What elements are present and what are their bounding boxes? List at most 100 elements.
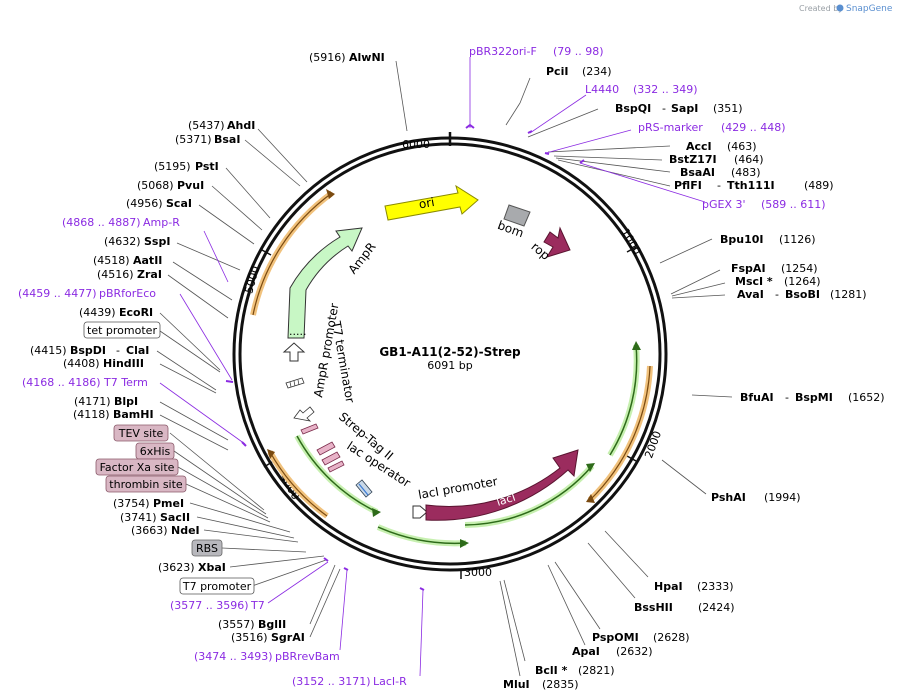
label-pshai[interactable]: PshAI (1994): [711, 491, 801, 504]
label-sspi[interactable]: (4632) SspI: [104, 235, 170, 248]
label-t7-primer[interactable]: (3577 .. 3596) T7: [170, 599, 265, 612]
label-pbrforeco-primer[interactable]: (4459 .. 4477) pBRforEco: [18, 287, 156, 300]
svg-text:SapI: SapI: [671, 102, 698, 115]
label-xbai[interactable]: (3623) XbaI: [158, 561, 226, 574]
svg-text:BsoBI: BsoBI: [785, 288, 820, 301]
label-pmei[interactable]: (3754) PmeI: [113, 497, 184, 510]
label-mlui[interactable]: MluI (2835): [503, 678, 579, 691]
label-pgex3-primer[interactable]: pGEX 3' (589 .. 611): [702, 198, 826, 211]
svg-text:(5371): (5371): [175, 133, 212, 146]
label-bcli[interactable]: BclI * (2821): [535, 664, 615, 677]
label-thrombin-site[interactable]: thrombin site: [105, 475, 187, 493]
svg-text:BsaAI: BsaAI: [680, 166, 715, 179]
svg-text:PflFI: PflFI: [674, 179, 702, 192]
label-bamhi[interactable]: (4118) BamHI: [73, 408, 154, 421]
svg-text:pBRrevBam: pBRrevBam: [275, 650, 340, 663]
ori-label: ori: [418, 195, 436, 211]
label-6xhis[interactable]: 6xHis: [135, 442, 175, 460]
label-bspdi-clai[interactable]: (4415) BspDI - ClaI: [30, 344, 149, 357]
green-arcs: [294, 344, 640, 547]
svg-text:(3516): (3516): [231, 631, 268, 644]
label-avai-bsobi[interactable]: AvaI - BsoBI (1281): [737, 288, 867, 301]
svg-text:tet promoter: tet promoter: [87, 324, 157, 337]
label-laci-r-primer[interactable]: (3152 .. 3171) LacI-R: [292, 675, 407, 688]
svg-text:TEV site: TEV site: [118, 427, 164, 440]
svg-text:SgrAI: SgrAI: [271, 631, 305, 644]
label-bsai[interactable]: (5371) BsaI: [175, 133, 240, 146]
label-blpi[interactable]: (4171) BlpI: [74, 395, 138, 408]
svg-text:(4439): (4439): [79, 306, 116, 319]
svg-text:PshAI: PshAI: [711, 491, 746, 504]
svg-text:Bpu10I: Bpu10I: [720, 233, 764, 246]
label-msci[interactable]: MscI * (1264): [735, 275, 821, 288]
t7-terminator-label: T7 terminator: [329, 319, 357, 404]
label-tev-site[interactable]: TEV site: [113, 424, 169, 442]
label-pspomi[interactable]: PspOMI (2628): [592, 631, 690, 644]
label-ndei[interactable]: (3663) NdeI: [131, 524, 200, 537]
label-bfuai-bspmi[interactable]: BfuAI - BspMI (1652): [740, 391, 885, 404]
svg-text:FspAI: FspAI: [731, 262, 766, 275]
svg-text:Amp-R: Amp-R: [143, 216, 180, 229]
label-prs-marker-primer[interactable]: pRS-marker (429 .. 448): [638, 121, 786, 134]
label-pcii[interactable]: PciI (234): [546, 65, 612, 78]
label-rbs[interactable]: RBS: [191, 539, 223, 557]
label-tet-promoter[interactable]: tet promoter: [83, 321, 161, 339]
label-bstz17i[interactable]: BstZ17I (464): [669, 153, 764, 166]
svg-text:(3557): (3557): [218, 618, 255, 631]
svg-text:SacII: SacII: [160, 511, 190, 524]
svg-text:(1281): (1281): [830, 288, 867, 301]
label-pbrrevbam-primer[interactable]: (3474 .. 3493) pBRrevBam: [194, 650, 340, 663]
label-hindiii[interactable]: (4408) HindIII: [63, 357, 144, 370]
svg-text:(4459 .. 4477): (4459 .. 4477): [18, 287, 97, 300]
label-sgrai[interactable]: (3516) SgrAI: [231, 631, 305, 644]
ori-feature: [384, 184, 479, 221]
green-arrow-3: [586, 463, 595, 472]
label-factor-xa-site[interactable]: Factor Xa site: [95, 458, 179, 476]
label-hpai[interactable]: HpaI (2333): [654, 580, 734, 593]
label-zrai[interactable]: (4516) ZraI: [97, 268, 162, 281]
svg-text:(5068): (5068): [137, 179, 174, 192]
label-pvui[interactable]: (5068) PvuI: [137, 179, 204, 192]
svg-text:(3474 .. 3493): (3474 .. 3493): [194, 650, 273, 663]
bom-feature: [503, 204, 531, 227]
label-alwni[interactable]: (5916) AlwNI: [309, 51, 385, 64]
svg-text:BssHII: BssHII: [634, 601, 673, 614]
svg-text:MscI *: MscI *: [735, 275, 773, 288]
svg-text:(4118): (4118): [73, 408, 110, 421]
green-arrow-2: [460, 539, 469, 548]
strand-bars: [250, 190, 653, 519]
label-aatii[interactable]: (4518) AatII: [93, 254, 162, 267]
label-ahdi[interactable]: (5437) AhdI: [188, 119, 255, 132]
label-t7-promoter[interactable]: T7 promoter: [179, 577, 255, 595]
strand-arrow-2000: [586, 494, 595, 503]
label-fspai[interactable]: FspAI (1254): [731, 262, 818, 275]
label-t7-term-primer[interactable]: (4168 .. 4186) T7 Term: [22, 376, 148, 389]
svg-text:-: -: [717, 179, 721, 192]
label-bpu10i[interactable]: Bpu10I (1126): [720, 233, 816, 246]
label-scai[interactable]: (4956) ScaI: [126, 197, 192, 210]
svg-text:ClaI: ClaI: [126, 344, 149, 357]
label-l4440-primer[interactable]: L4440 (332 .. 349): [585, 83, 698, 96]
label-sacii[interactable]: (3741) SacII: [120, 511, 190, 524]
label-amp-r-primer[interactable]: (4868 .. 4887) Amp-R: [62, 216, 180, 229]
svg-text:(463): (463): [727, 140, 757, 153]
svg-text:(1994): (1994): [764, 491, 801, 504]
svg-text:L4440: L4440: [585, 83, 619, 96]
label-apai[interactable]: ApaI (2632): [572, 645, 653, 658]
label-psti[interactable]: (5195) PstI: [154, 160, 219, 173]
label-ecori[interactable]: (4439) EcoRI: [79, 306, 153, 319]
svg-text:(79 .. 98): (79 .. 98): [553, 45, 604, 58]
label-bsaai[interactable]: BsaAI (483): [680, 166, 761, 179]
svg-text:(2821): (2821): [578, 664, 615, 677]
label-pflfi-tth111i[interactable]: PflFI - Tth111I (489): [674, 179, 834, 192]
svg-text:(489): (489): [804, 179, 834, 192]
label-acci[interactable]: AccI (463): [686, 140, 757, 153]
label-bglii[interactable]: (3557) BglII: [218, 618, 286, 631]
label-bsshii[interactable]: BssHII (2424): [634, 601, 735, 614]
svg-text:SspI: SspI: [144, 235, 170, 248]
label-bspqi-sapi[interactable]: BspQI - SapI (351): [615, 102, 743, 115]
label-pbr322ori-f-primer[interactable]: pBR322ori-F (79 .. 98): [469, 45, 604, 58]
svg-text:(2424): (2424): [698, 601, 735, 614]
svg-text:-: -: [662, 102, 666, 115]
svg-text:(4168 .. 4186): (4168 .. 4186): [22, 376, 101, 389]
